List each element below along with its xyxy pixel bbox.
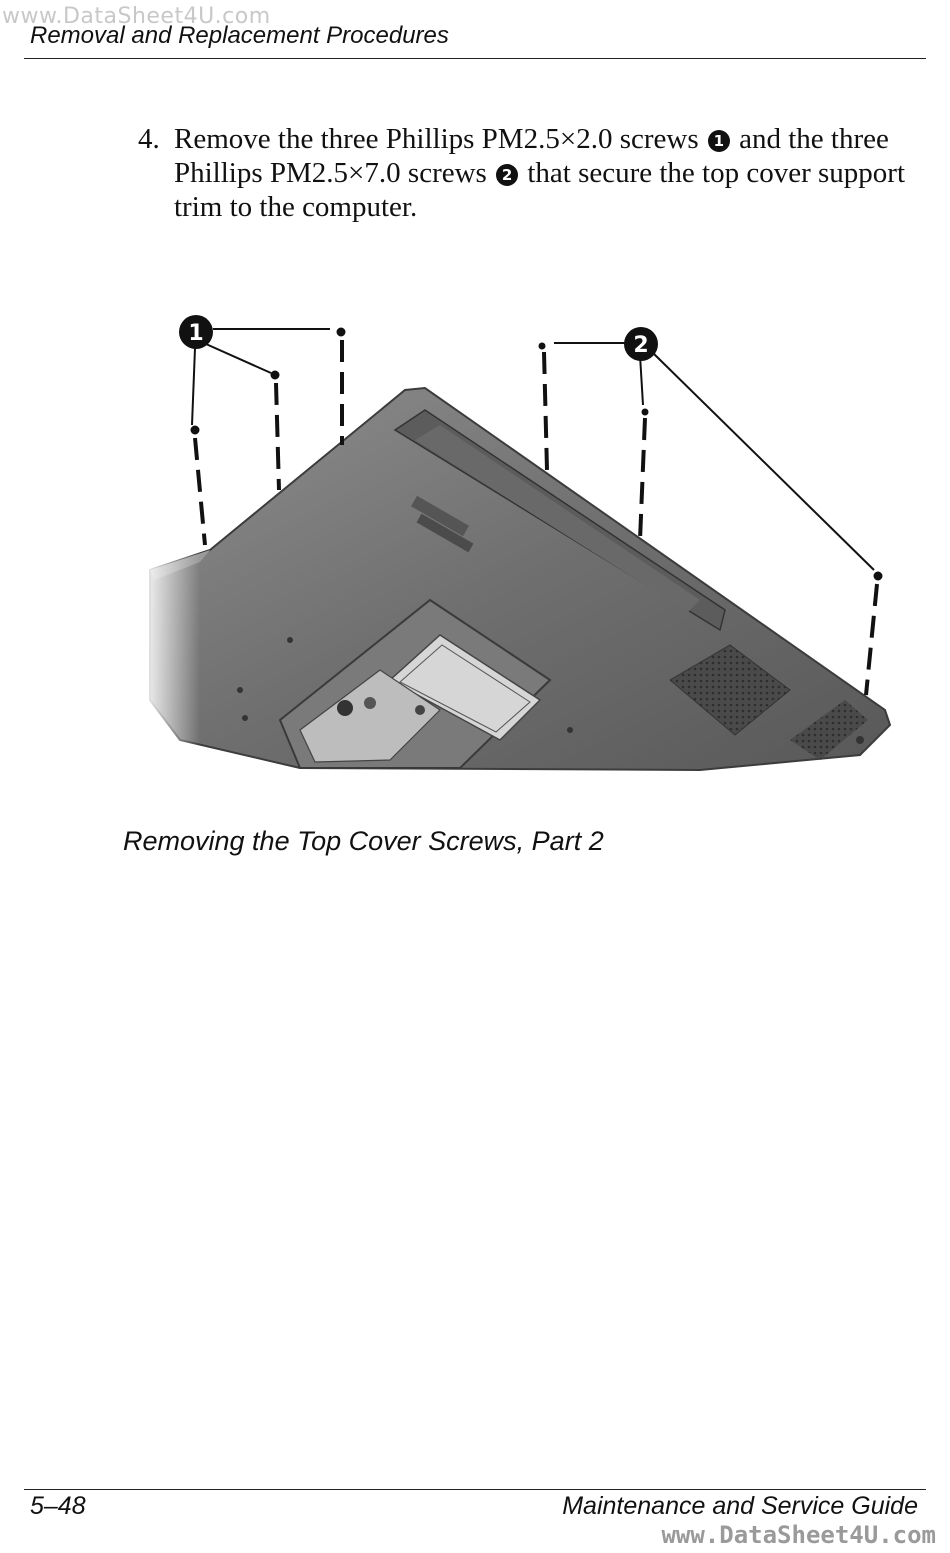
callout-2-label: 2 [633,333,648,358]
laptop-base [140,386,892,780]
step-text: Remove the three Phillips PM2.5×2.0 scre… [174,122,928,224]
step-text-part1: Remove the three Phillips PM2.5×2.0 scre… [174,123,699,155]
running-header: Removal and Replacement Procedures [30,22,449,49]
step-text-part2: and the three Phillips PM2.5×7.0 screws [174,123,889,189]
callout-1-inline: 1 [707,130,730,152]
laptop-bottom-illustration: 1 2 [140,315,892,780]
callout-2-inline: 2 [496,164,519,186]
callout-1-marker: 1 [179,315,213,349]
watermark-bottom: www.DataSheet4U.com [661,1521,936,1549]
guide-title: Maintenance and Service Guide [562,1492,918,1520]
figure-caption: Removing the Top Cover Screws, Part 2 [123,826,604,856]
footer-rule [24,1489,926,1490]
step-number: 4. [138,123,160,155]
screws-group-2 [538,342,883,696]
page-number: 5–48 [30,1492,86,1520]
screws-group-1 [190,327,346,546]
callout-1-label: 1 [188,321,203,346]
procedure-step: 4. Remove the three Phillips PM2.5×2.0 s… [138,122,928,224]
header-rule [24,58,926,59]
step-text-part3: that secure the top cover support trim t… [174,157,906,223]
watermark-top: www.DataSheet4U.com [2,4,271,29]
callout-2-marker: 2 [624,327,658,361]
